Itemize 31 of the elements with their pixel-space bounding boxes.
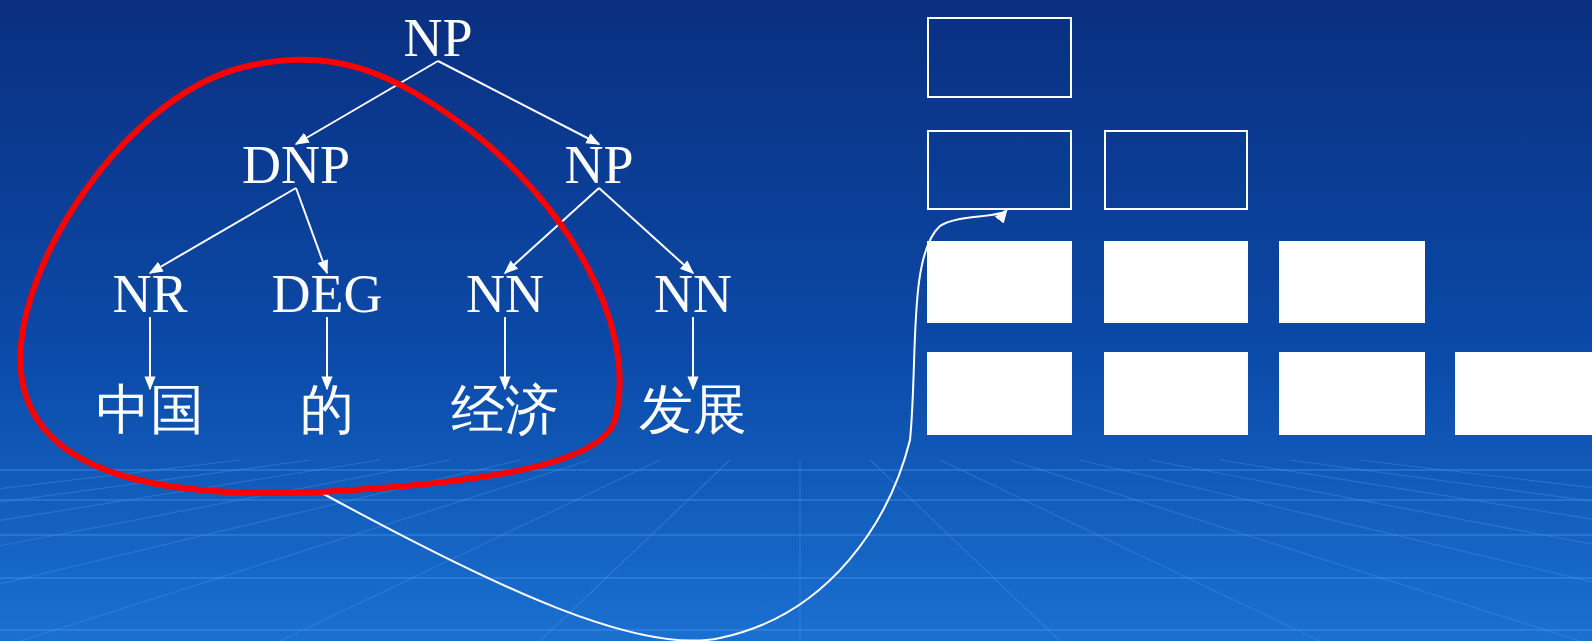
tree-label: DEG xyxy=(271,267,383,321)
tree-label: NR xyxy=(112,267,188,321)
outline-box xyxy=(927,130,1072,210)
filled-box xyxy=(927,241,1072,323)
arrow xyxy=(503,187,600,274)
tree-label: 经济 xyxy=(451,383,559,437)
arrow xyxy=(687,316,699,391)
arrow xyxy=(148,187,297,274)
arrow xyxy=(295,187,328,275)
arrow xyxy=(321,316,333,391)
tree-label: 发展 xyxy=(639,383,747,437)
tree-label: NP xyxy=(564,138,634,192)
filled-box xyxy=(1279,241,1425,323)
filled-box xyxy=(1104,241,1248,323)
arrow xyxy=(294,60,439,145)
tree-label: 中国 xyxy=(96,383,204,437)
arrow xyxy=(437,60,601,145)
arrow xyxy=(598,187,695,274)
filled-box xyxy=(1279,352,1425,435)
tree-label: NP xyxy=(403,11,473,65)
filled-box xyxy=(927,352,1072,435)
outline-box xyxy=(1104,130,1248,210)
filled-box xyxy=(1455,352,1592,435)
tree-label: DNP xyxy=(242,138,350,192)
tree-label: NN xyxy=(654,267,732,321)
arrow xyxy=(144,316,156,391)
tree-label: 的 xyxy=(300,383,354,437)
outline-box xyxy=(927,17,1072,98)
arrow xyxy=(499,316,511,391)
tree-label: NN xyxy=(466,267,544,321)
filled-box xyxy=(1104,352,1248,435)
